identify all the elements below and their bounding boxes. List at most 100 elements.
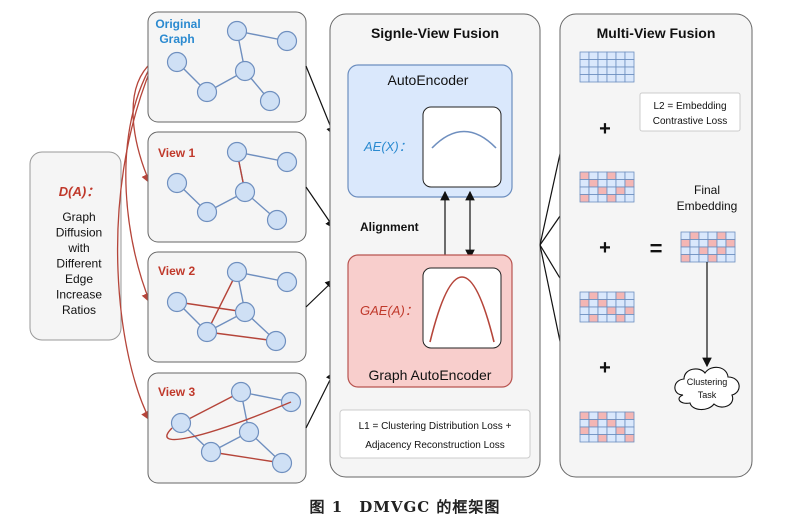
- embedding-cell: [579, 51, 590, 60]
- embedding-cell: [716, 239, 727, 248]
- embedding-cell: [579, 299, 590, 308]
- embedding-cell: [588, 59, 599, 68]
- embedding-cell: [588, 74, 599, 83]
- embedding-cell: [588, 306, 599, 315]
- graph-node: [166, 51, 188, 73]
- embedding-cell: [579, 59, 590, 68]
- embedding-cell: [615, 299, 626, 308]
- embedding-cell: [606, 194, 617, 203]
- embedding-cell: [680, 246, 691, 255]
- plus-sign-2: +: [599, 237, 611, 259]
- view-2-label: View 2: [158, 264, 195, 278]
- graph-node: [276, 151, 298, 173]
- final-embedding-label-2: Embedding: [677, 199, 738, 213]
- embedding-cell: [606, 306, 617, 315]
- embedding-cell: [689, 231, 700, 240]
- graph-node: [271, 452, 293, 474]
- autoencoder-label: AutoEncoder: [388, 72, 469, 88]
- embedding-cell: [606, 51, 617, 60]
- original-graph-label-1: Original: [155, 17, 200, 31]
- embedding-cell: [624, 291, 635, 300]
- graph-node: [196, 201, 218, 223]
- embedding-cell: [698, 239, 709, 248]
- view-1-label: View 1: [158, 146, 195, 160]
- embedding-cell: [606, 299, 617, 308]
- single-view-fusion-title: Signle-View Fusion: [371, 25, 499, 41]
- clustering-label-1: Clustering: [687, 377, 728, 387]
- loss-l2-box: L2 = Embedding Contrastive Loss: [639, 92, 741, 132]
- embedding-cell: [606, 314, 617, 323]
- diffusion-title: D(A)：: [59, 184, 99, 199]
- embedding-cell: [615, 186, 626, 195]
- embedding-cell: [624, 194, 635, 203]
- graph-node: [226, 261, 248, 283]
- ae-formula: AE(X)：: [363, 139, 412, 154]
- view-2-box: View 2: [147, 251, 307, 363]
- embedding-cell: [615, 314, 626, 323]
- embedding-cell: [698, 246, 709, 255]
- diffusion-line: Different: [56, 257, 102, 271]
- added-edge: [206, 331, 277, 342]
- clustering-task-cloud: Clustering Task: [674, 366, 740, 411]
- embedding-cell: [597, 291, 608, 300]
- embedding-cell: [588, 194, 599, 203]
- embedding-cell: [588, 419, 599, 428]
- loss-l1-line2: Adjacency Reconstruction Loss: [365, 440, 505, 451]
- embedding-cell: [606, 411, 617, 420]
- loss-l2-line2: Contrastive Loss: [653, 116, 727, 127]
- embedding-cell: [624, 51, 635, 60]
- embedding-cell: [624, 74, 635, 83]
- embedding-cell: [588, 179, 599, 188]
- diffusion-line: Increase: [56, 288, 102, 302]
- embedding-cell: [615, 306, 626, 315]
- embedding-cell: [689, 239, 700, 248]
- embedding-cell: [615, 59, 626, 68]
- embedding-cell: [615, 426, 626, 435]
- embedding-cell: [579, 179, 590, 188]
- added-edge: [210, 451, 283, 464]
- embedding-cell: [579, 74, 590, 83]
- embedding-cell: [615, 434, 626, 443]
- embedding-cell: [597, 419, 608, 428]
- embedding-cell: [579, 314, 590, 323]
- autoencoder-box: AutoEncoder AE(X)：: [347, 64, 513, 198]
- embedding-cell: [615, 51, 626, 60]
- embedding-cell: [597, 179, 608, 188]
- figure-caption: 图 1 DMVGC 的框架图: [309, 498, 501, 516]
- view-to-fusion-arrows: [305, 65, 336, 429]
- clustering-label-2: Task: [698, 390, 717, 400]
- embedding-cell: [588, 171, 599, 180]
- embedding-cell: [624, 66, 635, 75]
- embedding-cell: [579, 306, 590, 315]
- plus-sign-3: +: [599, 357, 611, 379]
- embedding-cell: [624, 314, 635, 323]
- embedding-cell: [579, 411, 590, 420]
- embedding-cell: [597, 194, 608, 203]
- embedding-cell: [579, 194, 590, 203]
- loss-l1-line1: L1 = Clustering Distribution Loss +: [359, 421, 512, 432]
- original-graph-box: Original Graph: [147, 11, 307, 123]
- embedding-cell: [606, 186, 617, 195]
- embedding-cell: [597, 426, 608, 435]
- embedding-cell: [597, 434, 608, 443]
- embedding-cell: [615, 419, 626, 428]
- view-1-box: View 1: [147, 131, 307, 243]
- embedding-cell: [615, 291, 626, 300]
- diffusion-line: Diffusion: [56, 226, 102, 240]
- embedding-cell: [588, 426, 599, 435]
- embedding-cell: [579, 426, 590, 435]
- embedding-cell: [725, 231, 736, 240]
- view-4-embedding-matrix: [579, 411, 635, 443]
- embedding-cell: [579, 186, 590, 195]
- embedding-cell: [588, 314, 599, 323]
- original-graph: [166, 20, 298, 112]
- embedding-cell: [615, 194, 626, 203]
- embedding-cell: [597, 186, 608, 195]
- embedding-cell: [606, 66, 617, 75]
- embedding-cell: [597, 59, 608, 68]
- graph-node: [166, 291, 188, 313]
- embedding-cell: [707, 231, 718, 240]
- embedding-cell: [579, 291, 590, 300]
- embedding-cell: [698, 254, 709, 263]
- embedding-cell: [725, 254, 736, 263]
